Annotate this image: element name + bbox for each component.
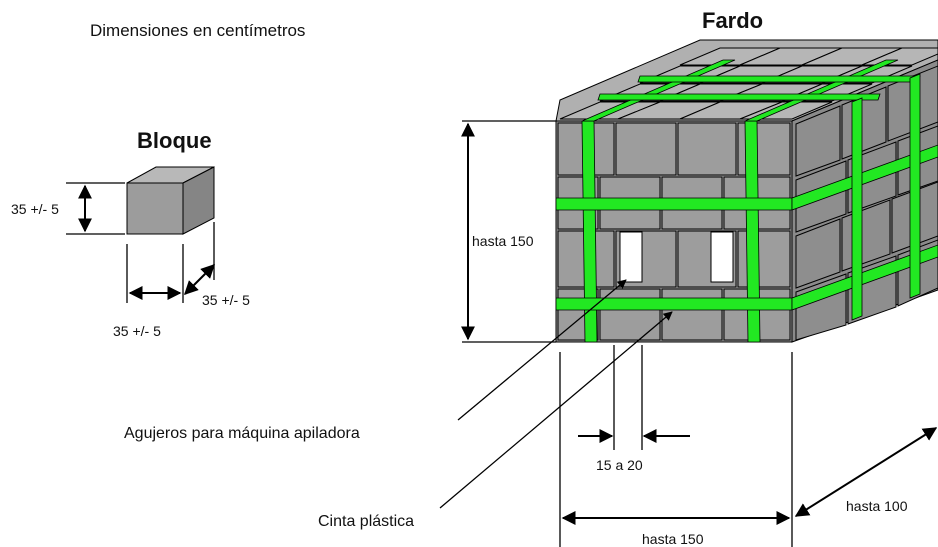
block-depth-label: 35 +/- 5 bbox=[202, 292, 250, 308]
block-title: Bloque bbox=[137, 128, 212, 153]
units-note: Dimensiones en centímetros bbox=[90, 21, 306, 40]
block-front-face bbox=[126, 182, 184, 235]
single-block bbox=[126, 166, 215, 235]
bale-depth-label: hasta 100 bbox=[846, 498, 908, 514]
forklift-hole-left bbox=[619, 231, 643, 283]
block-dimensions bbox=[66, 182, 215, 303]
block-width-label: 35 +/- 5 bbox=[113, 323, 161, 339]
bale-width-label: hasta 150 bbox=[642, 531, 704, 547]
callout-leaders bbox=[439, 279, 673, 509]
forklift-hole-right bbox=[710, 231, 734, 283]
bale-height-label: hasta 150 bbox=[472, 233, 534, 249]
hole-gap-label: 15 a 20 bbox=[596, 457, 643, 473]
strap-callout-label: Cinta plástica bbox=[318, 513, 415, 530]
bale-dimensions bbox=[461, 120, 938, 547]
block-height-label: 35 +/- 5 bbox=[11, 201, 59, 217]
plastic-straps bbox=[555, 59, 938, 343]
bale bbox=[555, 39, 938, 343]
bale-title: Fardo bbox=[702, 8, 764, 33]
holes-callout-label: Agujeros para máquina apiladora bbox=[124, 425, 360, 442]
